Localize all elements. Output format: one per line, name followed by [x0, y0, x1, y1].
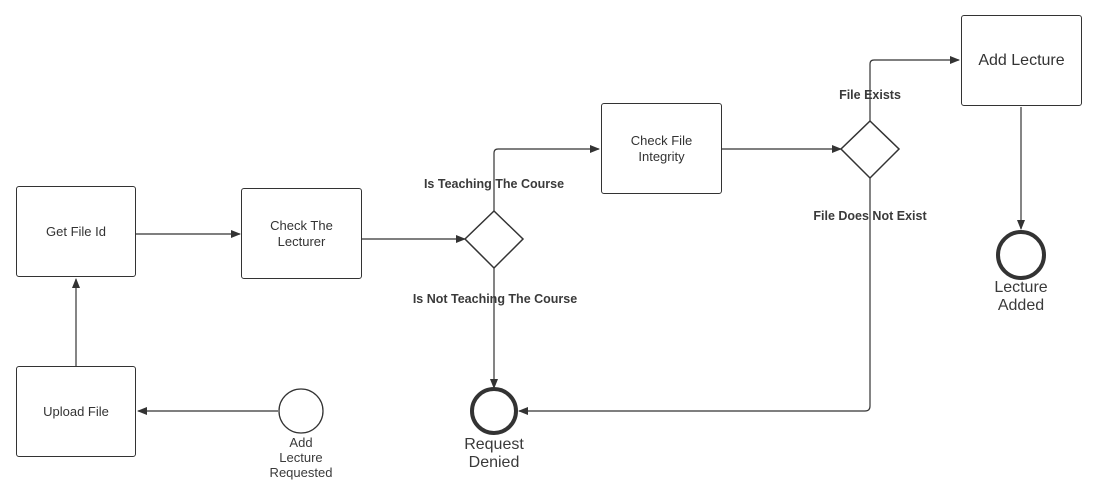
task-get-file-id-label: Get File Id: [46, 223, 106, 239]
end-event-lecture-added[interactable]: [996, 230, 1046, 280]
task-check-file-integrity-label: Check File Integrity: [630, 132, 693, 164]
task-check-lecturer-label: Check The Lecturer: [270, 217, 333, 249]
end-event-request-denied[interactable]: [470, 387, 518, 435]
label-file-exists: File Exists: [839, 88, 901, 102]
task-check-file-integrity[interactable]: Check File Integrity: [601, 103, 722, 194]
flow-gateway-to-request-denied-2: [518, 178, 871, 415]
flow-gateway-to-check-integrity: [493, 145, 600, 211]
task-get-file-id[interactable]: Get File Id: [16, 186, 136, 277]
label-is-teaching: Is Teaching The Course: [423, 177, 565, 191]
gateway-file-check[interactable]: [839, 119, 901, 180]
label-file-does-not-exist: File Does Not Exist: [813, 209, 927, 223]
task-add-lecture[interactable]: Add Lecture: [961, 15, 1082, 106]
task-check-lecturer[interactable]: Check The Lecturer: [241, 188, 362, 279]
start-event[interactable]: [278, 388, 324, 434]
request-denied-label: Request Denied: [464, 436, 524, 471]
flow-gateway-to-add-lecture: [869, 56, 960, 121]
start-event-label: Add Lecture Requested: [269, 435, 333, 480]
lecture-added-label: Lecture Added: [994, 279, 1048, 314]
task-upload-file[interactable]: Upload File: [16, 366, 136, 457]
gateway-teaching-check[interactable]: [463, 209, 525, 270]
task-upload-file-label: Upload File: [43, 403, 109, 419]
task-add-lecture-label: Add Lecture: [978, 51, 1065, 69]
label-is-not-teaching: Is Not Teaching The Course: [412, 292, 578, 306]
